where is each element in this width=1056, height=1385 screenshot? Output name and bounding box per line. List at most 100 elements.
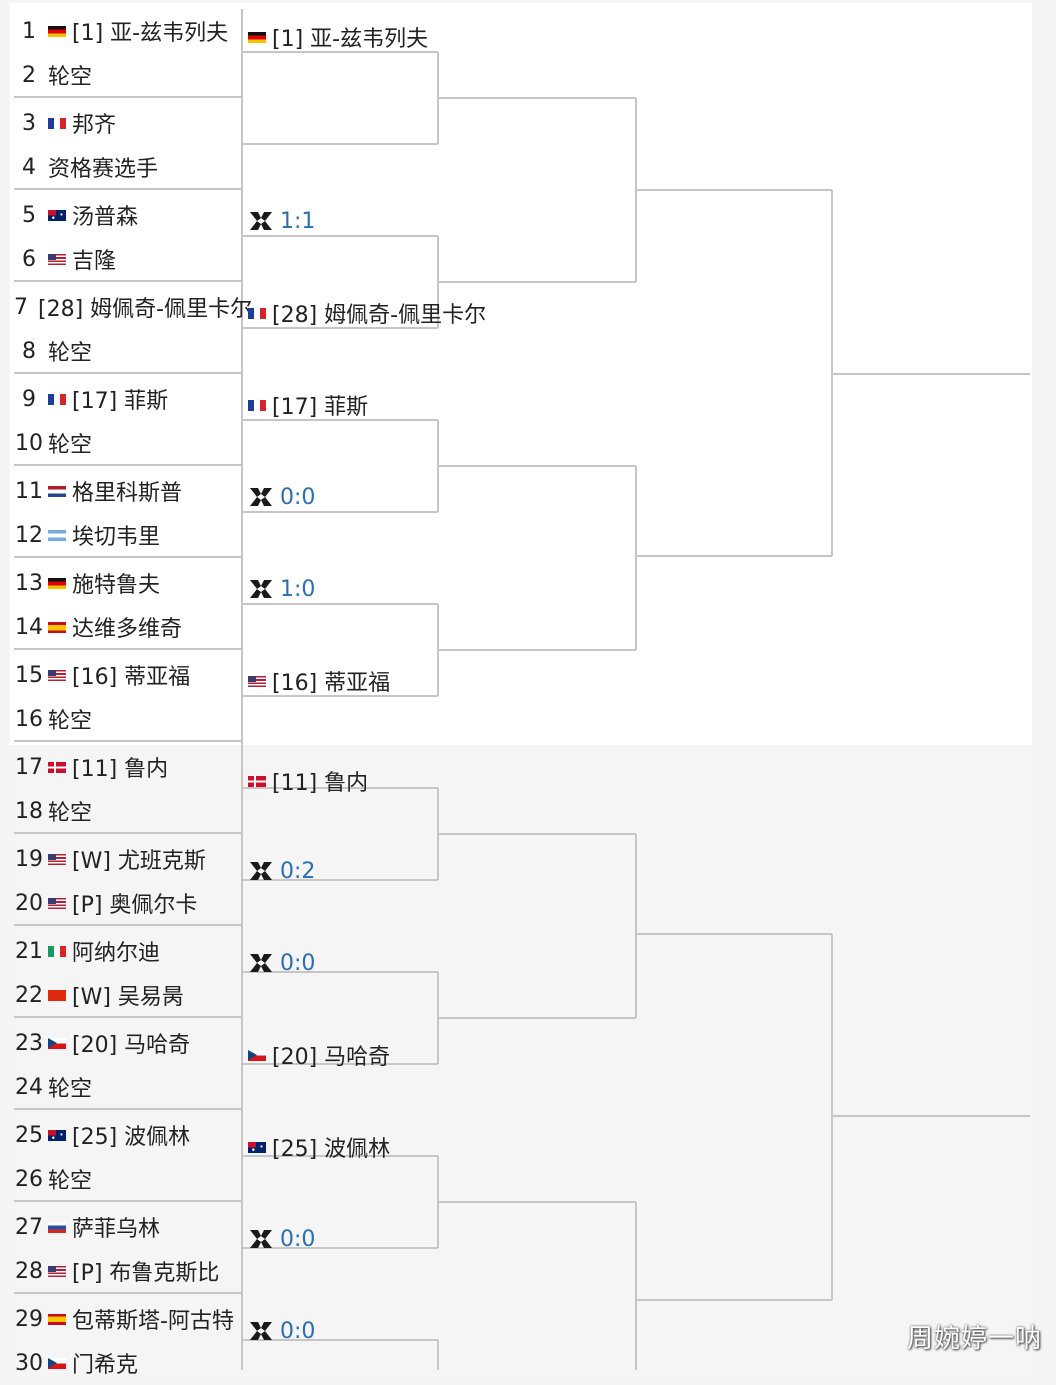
round2-player[interactable]: [17] 菲斯 — [248, 388, 368, 422]
round2-player[interactable]: [25] 波佩林 — [248, 1130, 390, 1164]
head-to-head-record[interactable]: 0:2 — [248, 854, 315, 888]
ar-flag — [48, 529, 66, 541]
head-to-head-icon — [250, 212, 272, 230]
h2h-score: 0:0 — [280, 950, 316, 976]
draw-entry[interactable]: 20[P] 奥佩尔卡 — [14, 881, 242, 925]
head-to-head-record[interactable]: 1:1 — [248, 204, 315, 238]
player-name: 轮空 — [48, 65, 93, 90]
player-name: 资格赛选手 — [48, 157, 159, 182]
draw-entry[interactable]: 13 施特鲁夫 — [14, 561, 242, 605]
head-to-head-record[interactable]: 0:0 — [248, 480, 315, 514]
player-name: 汤普森 — [72, 205, 139, 230]
head-to-head-icon — [250, 1322, 272, 1340]
draw-entry[interactable]: 9[17] 菲斯 — [14, 377, 242, 421]
player-name: [1] 亚-兹韦列夫 — [272, 27, 429, 52]
ru-flag — [48, 1221, 66, 1233]
head-to-head-record[interactable]: 1:0 — [248, 572, 315, 606]
fr-flag — [48, 117, 66, 129]
player-name: [25] 波佩林 — [72, 1125, 191, 1150]
draw-entry[interactable]: 17[11] 鲁内 — [14, 745, 242, 789]
nl-flag — [48, 485, 66, 497]
draw-entry[interactable]: 5 汤普森 — [14, 193, 242, 237]
player-name: 施特鲁夫 — [72, 573, 161, 598]
dk-flag — [248, 775, 266, 787]
cz-flag — [48, 1037, 66, 1049]
head-to-head-icon — [250, 862, 272, 880]
au-flag — [248, 1141, 266, 1153]
player-name: [16] 蒂亚福 — [272, 671, 391, 696]
round2-player[interactable]: [28] 姆佩奇-佩里卡尔 — [248, 296, 486, 330]
draw-entry[interactable]: 19[W] 尤班克斯 — [14, 837, 242, 881]
draw-entry[interactable]: 22[W] 吴易昺 — [14, 973, 242, 1017]
player-name: 轮空 — [48, 341, 93, 366]
round2-player[interactable]: [1] 亚-兹韦列夫 — [248, 20, 428, 54]
draw-entry[interactable]: 1 [1] 亚-兹韦列夫 — [14, 9, 242, 53]
cz-flag — [248, 1049, 266, 1061]
draw-entry[interactable]: 23 [20] 马哈奇 — [14, 1021, 242, 1065]
draw-entry[interactable]: 8 轮空 — [14, 329, 242, 373]
player-name: 吉隆 — [72, 249, 117, 274]
draw-position: 25 — [15, 1122, 43, 1148]
round2-player[interactable]: [20] 马哈奇 — [248, 1038, 390, 1072]
player-name: 阿纳尔迪 — [72, 941, 161, 966]
draw-entry[interactable]: 7 [28] 姆佩奇-佩里卡尔 — [14, 285, 252, 329]
de-flag — [248, 31, 266, 43]
head-to-head-record[interactable]: 0:0 — [248, 1314, 315, 1348]
player-name: 格里科斯普 — [72, 481, 183, 506]
draw-entry[interactable]: 15[16] 蒂亚福 — [14, 653, 242, 697]
draw-position: 14 — [15, 614, 43, 640]
draw-entry[interactable]: 25 [25] 波佩林 — [14, 1113, 242, 1157]
head-to-head-record[interactable]: 0:0 — [248, 1222, 315, 1256]
au-flag — [48, 209, 66, 221]
round2-player[interactable]: [11] 鲁内 — [248, 764, 368, 798]
fr-flag — [248, 399, 266, 411]
draw-entry[interactable]: 2 轮空 — [14, 53, 242, 97]
player-name: 轮空 — [48, 1077, 93, 1102]
head-to-head-icon — [250, 580, 272, 598]
us-flag — [48, 253, 66, 265]
player-name: [28] 姆佩奇-佩里卡尔 — [38, 297, 253, 322]
head-to-head-icon — [250, 954, 272, 972]
draw-entry[interactable]: 6 吉隆 — [14, 237, 242, 281]
draw-position: 5 — [22, 202, 36, 228]
draw-position: 13 — [15, 570, 43, 596]
us-flag — [48, 669, 66, 681]
h2h-score: 0:0 — [280, 1318, 316, 1344]
draw-entry[interactable]: 28[P] 布鲁克斯比 — [14, 1249, 242, 1293]
player-name: [1] 亚-兹韦列夫 — [72, 21, 229, 46]
draw-position: 28 — [15, 1258, 43, 1284]
es-flag — [48, 1313, 66, 1325]
draw-position: 6 — [22, 246, 36, 272]
draw-position: 23 — [15, 1030, 43, 1056]
player-name: [P] 奥佩尔卡 — [72, 893, 198, 918]
draw-position: 16 — [15, 706, 43, 732]
head-to-head-record[interactable]: 0:0 — [248, 946, 315, 980]
round2-player[interactable]: [16] 蒂亚福 — [248, 664, 390, 698]
h2h-score: 0:0 — [280, 1226, 316, 1252]
watermark: 周婉婷一呐 — [906, 1324, 1042, 1354]
player-name: [20] 马哈奇 — [272, 1045, 391, 1070]
draw-position: 22 — [15, 982, 43, 1008]
draw-position: 7 — [14, 294, 28, 320]
draw-position: 2 — [22, 62, 36, 88]
player-name: [20] 马哈奇 — [72, 1033, 191, 1058]
player-name: [17] 菲斯 — [272, 395, 369, 420]
head-to-head-icon — [250, 1230, 272, 1248]
draw-position: 8 — [22, 338, 36, 364]
us-flag — [48, 897, 66, 909]
draw-position: 1 — [22, 18, 36, 44]
